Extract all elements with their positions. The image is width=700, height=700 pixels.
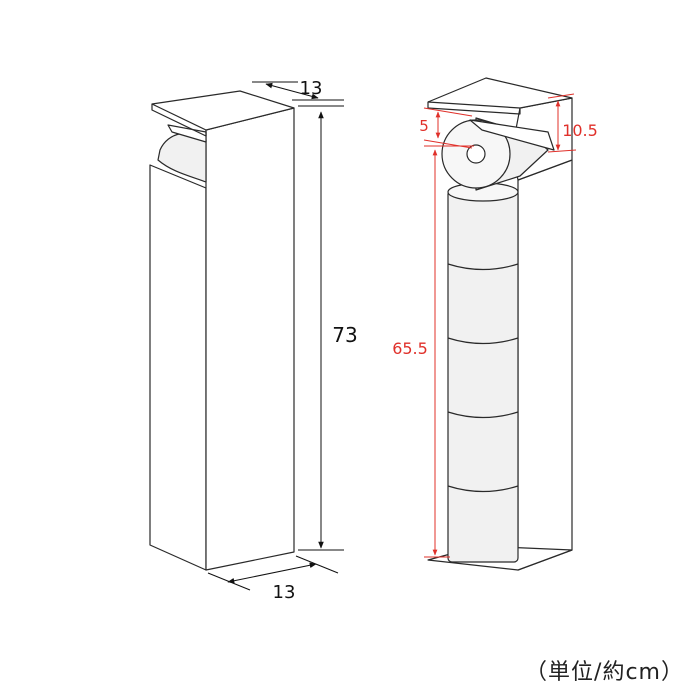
left-unit-top-lid-edge (151, 104, 207, 137)
left-unit-inner-roll (157, 132, 207, 183)
roll-gap-label: 5 (419, 117, 429, 135)
roll-stack-body (447, 189, 519, 563)
right-unit-top-lid (427, 77, 573, 109)
roll-divider-3 (447, 411, 519, 419)
holder-height-dimension (547, 93, 577, 153)
active-roll-core (466, 144, 486, 164)
right-unit-top-lid-edge (427, 102, 521, 115)
roll-divider-4 (447, 485, 519, 493)
storage-height-label: 65.5 (392, 339, 428, 358)
holder-height-label: 10.5 (562, 121, 598, 140)
left-unit-top-lid (151, 90, 295, 131)
storage-height-dimension (424, 145, 474, 558)
unit-note: （単位/約cm） (525, 660, 684, 685)
stored-rolls (447, 182, 519, 563)
left-height-label: 73 (332, 323, 357, 347)
roll-divider-1 (447, 263, 519, 271)
left-unit-front-panel (205, 107, 295, 571)
left-height-dimension (298, 105, 344, 551)
left-unit-side-panel (149, 164, 207, 571)
roll-gap-dimension (423, 107, 473, 149)
right-unit (427, 77, 573, 571)
left-top-depth-dimension (252, 81, 344, 101)
left-unit (149, 90, 295, 571)
left-top-depth-label: 13 (300, 78, 323, 99)
left-bottom-width-label: 13 (273, 582, 296, 603)
paper-holder-arm (469, 119, 555, 151)
roll-divider-2 (447, 337, 519, 345)
right-unit-back-panel (517, 159, 573, 571)
left-bottom-width-dimension (207, 555, 339, 591)
